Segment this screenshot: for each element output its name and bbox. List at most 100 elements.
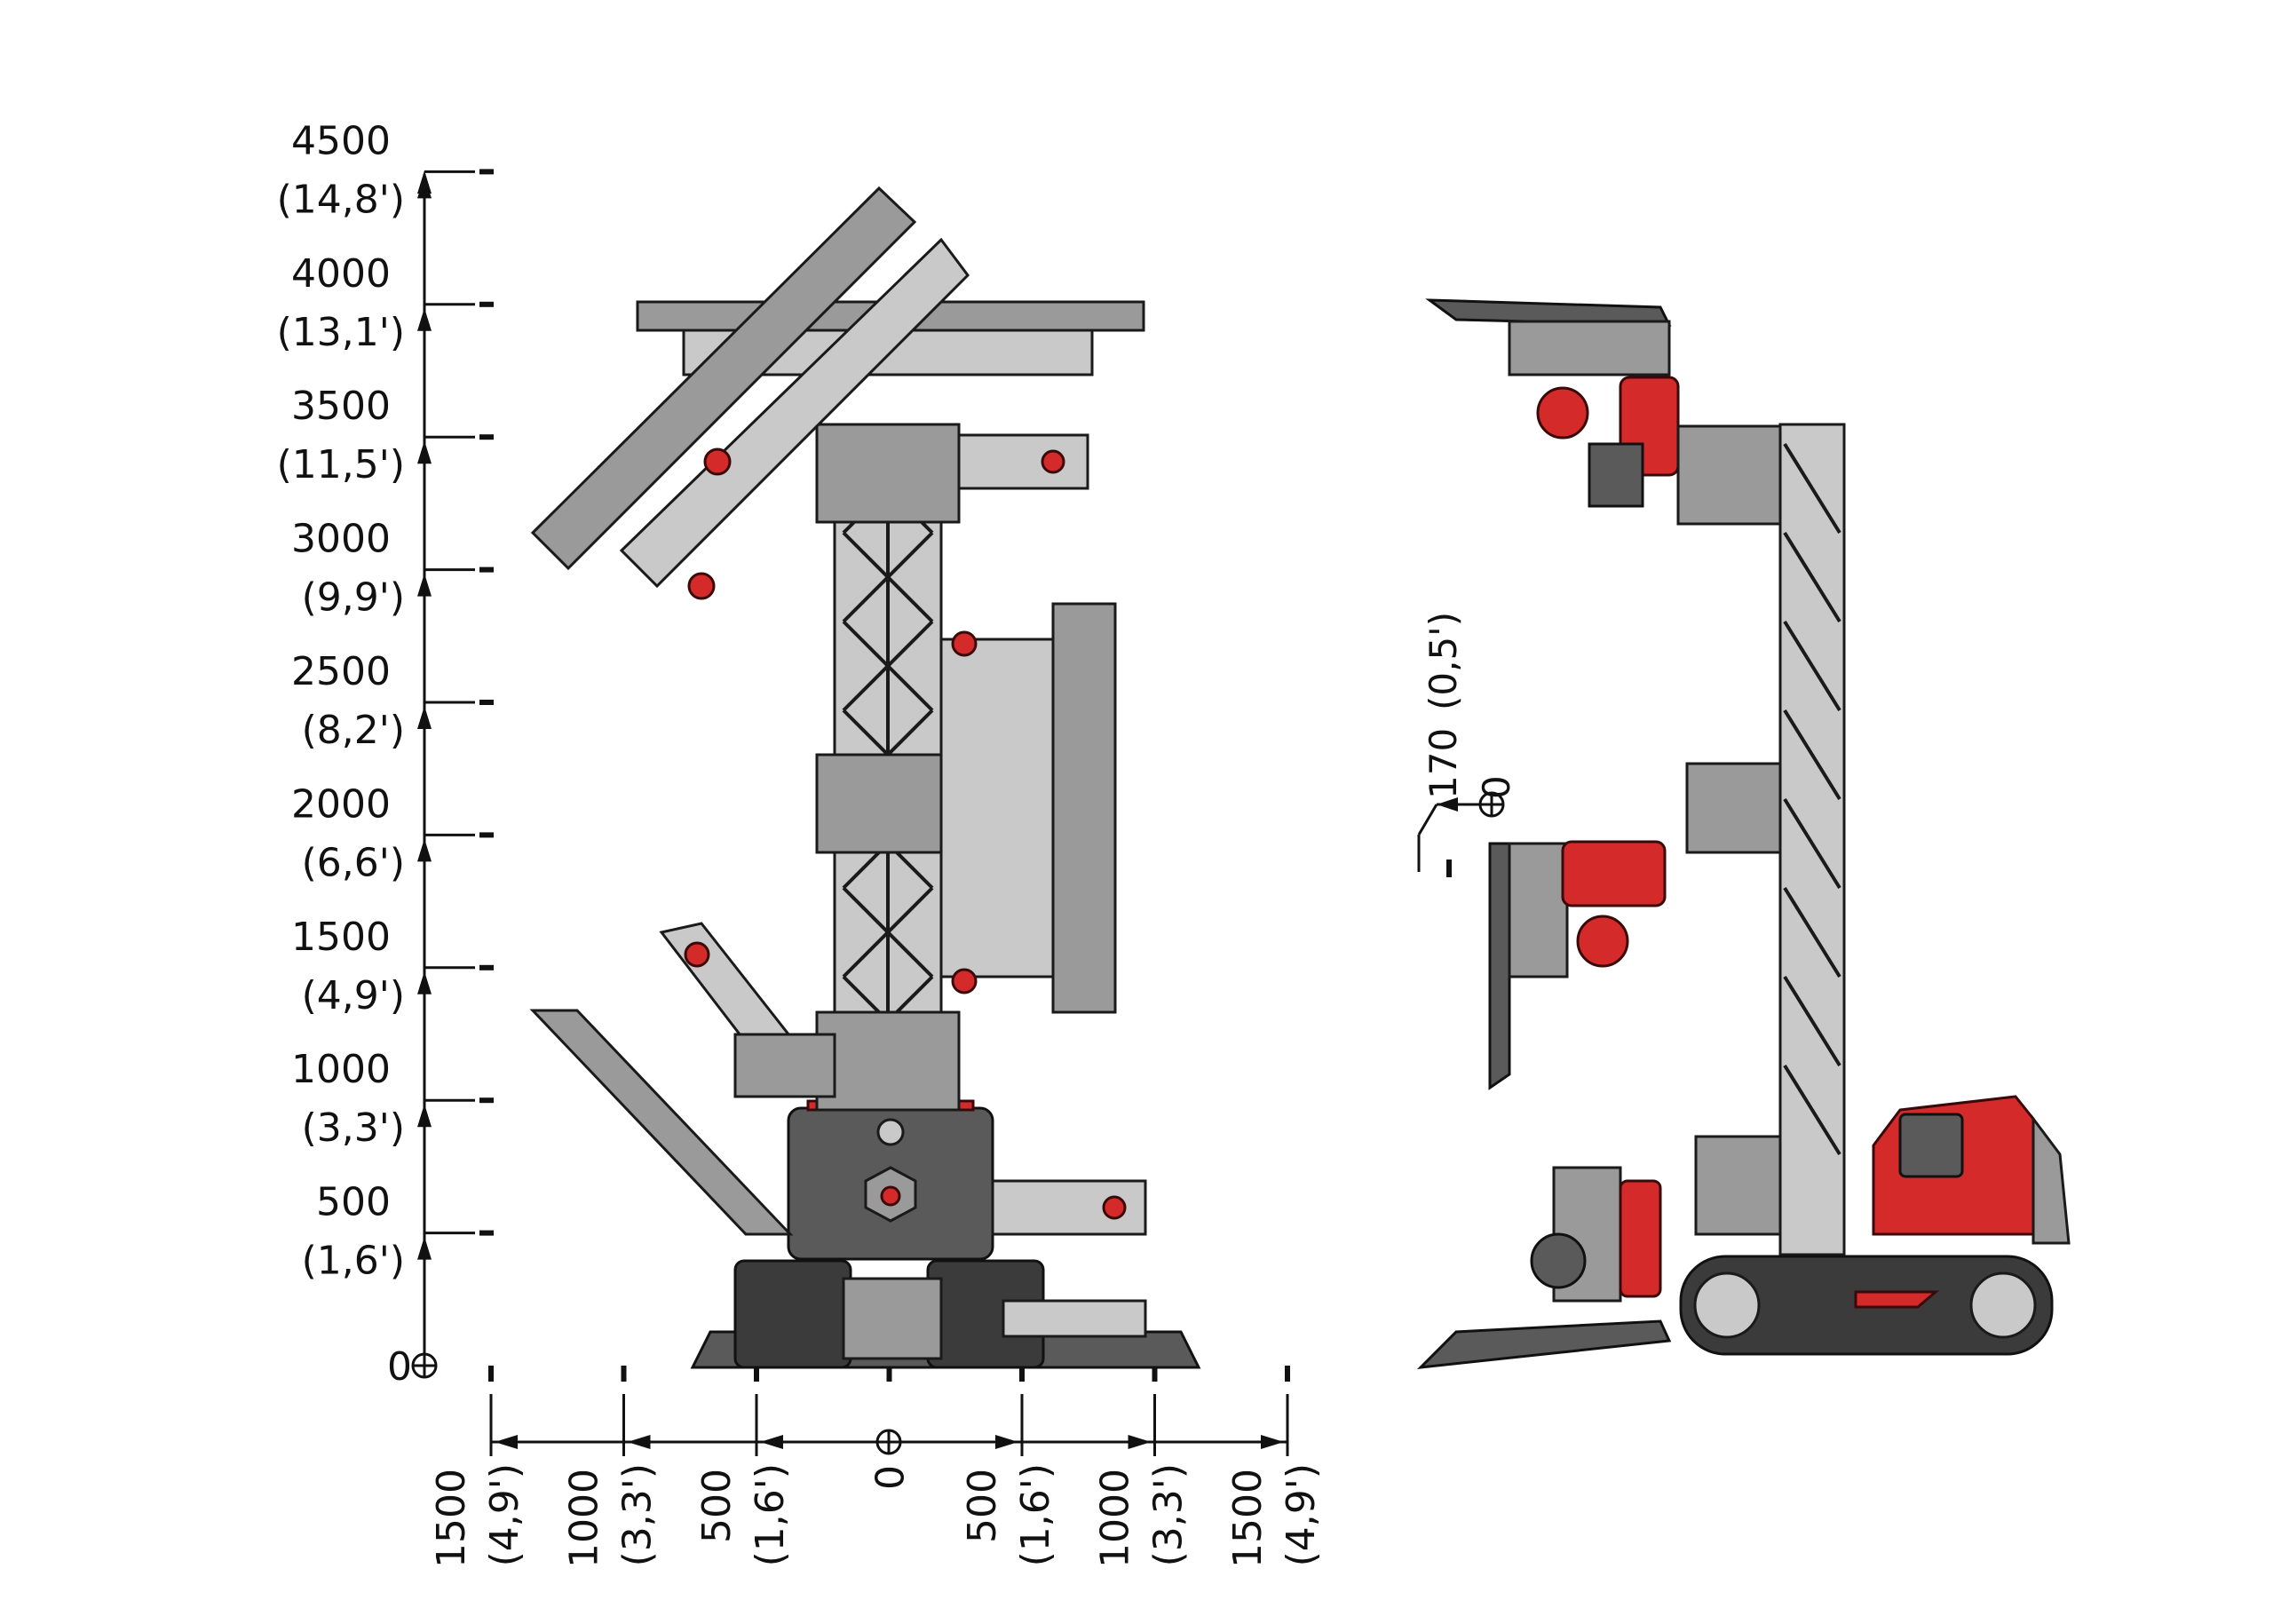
side-mid-clamp bbox=[1685, 762, 1782, 854]
horizontal-tick-value: 1000 bbox=[562, 1469, 607, 1568]
side-dim-zero-label: 0 bbox=[1475, 775, 1518, 799]
vertical-tick-arrowhead bbox=[417, 440, 432, 464]
side-top-head bbox=[1508, 320, 1671, 376]
side-mid-red-drum bbox=[1576, 915, 1629, 968]
horizontal-tick-value: 0 bbox=[868, 1465, 914, 1490]
side-mid-red-motor bbox=[1561, 840, 1667, 907]
side-dim-leader bbox=[1417, 804, 1438, 836]
vertical-tick-arrowhead bbox=[417, 175, 432, 199]
front-lower-left-arm bbox=[733, 1033, 836, 1098]
horizontal-tick-imperial: (4,9') bbox=[1279, 1463, 1324, 1566]
horizontal-tick-arrowhead bbox=[627, 1435, 651, 1449]
front-view-machine bbox=[529, 186, 1201, 1369]
vertical-tick-value: 2000 bbox=[291, 781, 391, 827]
front-upper-right-red-pad bbox=[1041, 449, 1065, 474]
horizontal-tick-value: 500 bbox=[960, 1469, 1005, 1543]
vertical-tick-imperial: (11,5') bbox=[277, 442, 405, 487]
vertical-tick-arrowhead bbox=[417, 307, 432, 331]
side-low-red-motor bbox=[1619, 1179, 1662, 1298]
vertical-tick-imperial: (13,1') bbox=[277, 310, 405, 355]
side-track-wheel-front bbox=[1693, 1271, 1761, 1339]
horizontal-tick-imperial: (1,6') bbox=[748, 1463, 793, 1566]
side-view-machine bbox=[1416, 298, 2071, 1369]
horizontal-tick-value: 1500 bbox=[429, 1469, 474, 1568]
vertical-tick-arrowhead bbox=[417, 706, 432, 729]
horizontal-tick-value: 1500 bbox=[1225, 1469, 1271, 1568]
vertical-tick-arrowhead bbox=[417, 970, 432, 994]
horizontal-tick-arrowhead bbox=[760, 1435, 783, 1449]
front-lower-crossbar bbox=[1002, 1299, 1147, 1338]
front-mid-red-pad-1 bbox=[951, 630, 978, 657]
vertical-dimension-scale: 0 500 (1,6') 1000 (3,3') 1500 (4,9') 2000 (6,6')… bbox=[277, 118, 494, 1390]
vertical-tick-imperial: (3,3') bbox=[302, 1105, 405, 1151]
horizontal-tick-arrowhead bbox=[995, 1435, 1018, 1449]
vertical-tick-arrowhead bbox=[417, 838, 432, 862]
front-side-blade-arm bbox=[939, 638, 1055, 978]
vertical-tick-imperial: (9,9') bbox=[302, 575, 405, 621]
front-mast-clamp-top bbox=[815, 423, 961, 524]
vertical-tick-value: 500 bbox=[316, 1180, 391, 1225]
side-track-stripe bbox=[1854, 1290, 1940, 1309]
side-mast bbox=[1778, 423, 1846, 1256]
side-dim-arrowhead bbox=[1437, 797, 1458, 812]
front-diagonal-lower-boom bbox=[529, 1009, 794, 1236]
horizontal-tick-imperial: (3,3') bbox=[1146, 1463, 1192, 1566]
side-body-vent bbox=[1898, 1113, 1964, 1178]
front-upper-red-pad-2 bbox=[687, 572, 716, 600]
horizontal-tick-imperial: (1,6') bbox=[1013, 1463, 1058, 1566]
vertical-tick-value: 3000 bbox=[291, 517, 391, 562]
horizontal-tick-imperial: (4,9') bbox=[482, 1463, 527, 1566]
side-track-wheel-rear bbox=[1969, 1271, 2037, 1339]
horizontal-tick-value: 500 bbox=[694, 1469, 740, 1543]
horizontal-tick-arrowhead bbox=[495, 1435, 518, 1449]
horizontal-tick-value: 1000 bbox=[1093, 1469, 1138, 1568]
front-diagonal-upper-boom bbox=[530, 186, 917, 571]
side-top-gearbox bbox=[1588, 442, 1644, 508]
vertical-tick-imperial: (1,6') bbox=[302, 1239, 405, 1284]
vertical-tick-imperial: (6,6') bbox=[302, 840, 405, 885]
vertical-tick-imperial: (4,9') bbox=[302, 973, 405, 1018]
vertical-tick-value: 0 bbox=[387, 1344, 412, 1390]
vertical-tick-imperial: (8,2') bbox=[302, 708, 405, 753]
front-upper-red-pad-1 bbox=[703, 448, 732, 476]
front-diagonal-upper-arm bbox=[619, 237, 970, 589]
front-lower-red-pad bbox=[684, 941, 710, 968]
side-mid-head bbox=[1508, 842, 1569, 978]
front-left-track bbox=[733, 1259, 852, 1369]
front-chassis-frame bbox=[842, 1277, 943, 1360]
front-body-red-hub bbox=[880, 1185, 901, 1207]
side-dim-value: 170 bbox=[1422, 728, 1465, 799]
vertical-tick-value: 1500 bbox=[291, 915, 391, 960]
front-body-light bbox=[876, 1118, 905, 1146]
vertical-tick-arrowhead bbox=[417, 1236, 432, 1260]
front-mast-clamp-mid bbox=[815, 753, 961, 854]
side-view-dimension: 170 (0,5') 0 bbox=[1417, 612, 1518, 877]
horizontal-tick-arrowhead bbox=[1128, 1435, 1152, 1449]
front-lower-right-red-pad bbox=[1102, 1195, 1127, 1220]
vertical-tick-value: 4000 bbox=[291, 251, 391, 297]
horizontal-tick-imperial: (3,3') bbox=[615, 1463, 661, 1566]
side-top-clamp bbox=[1676, 424, 1782, 526]
front-side-blade bbox=[1051, 602, 1117, 1014]
vertical-tick-value: 2500 bbox=[291, 649, 391, 694]
horizontal-tick-arrowhead bbox=[1261, 1435, 1284, 1449]
side-mid-blade bbox=[1488, 842, 1511, 1090]
vertical-tick-arrowhead bbox=[417, 1104, 432, 1128]
vertical-tick-value: 4500 bbox=[291, 118, 391, 163]
vertical-ticks: 0 500 (1,6') 1000 (3,3') 1500 (4,9') 2000 (6,6')… bbox=[277, 118, 494, 1390]
side-dim-imperial: (0,5') bbox=[1422, 612, 1465, 710]
vertical-tick-value: 3500 bbox=[291, 384, 391, 429]
front-mid-red-pad-2 bbox=[951, 968, 978, 994]
side-body-rear-cover bbox=[2031, 1114, 2071, 1245]
side-low-drum bbox=[1530, 1232, 1587, 1289]
side-mast-truss bbox=[1783, 442, 1841, 1156]
vertical-tick-arrowhead bbox=[417, 573, 432, 597]
vertical-tick-imperial: (14,8') bbox=[277, 177, 405, 222]
side-low-clamp bbox=[1694, 1135, 1782, 1236]
vertical-tick-value: 1000 bbox=[291, 1047, 391, 1092]
front-mast-clamp-low bbox=[815, 1010, 961, 1112]
front-upper-right-arm bbox=[957, 433, 1089, 490]
side-low-blade bbox=[1416, 1319, 1672, 1369]
